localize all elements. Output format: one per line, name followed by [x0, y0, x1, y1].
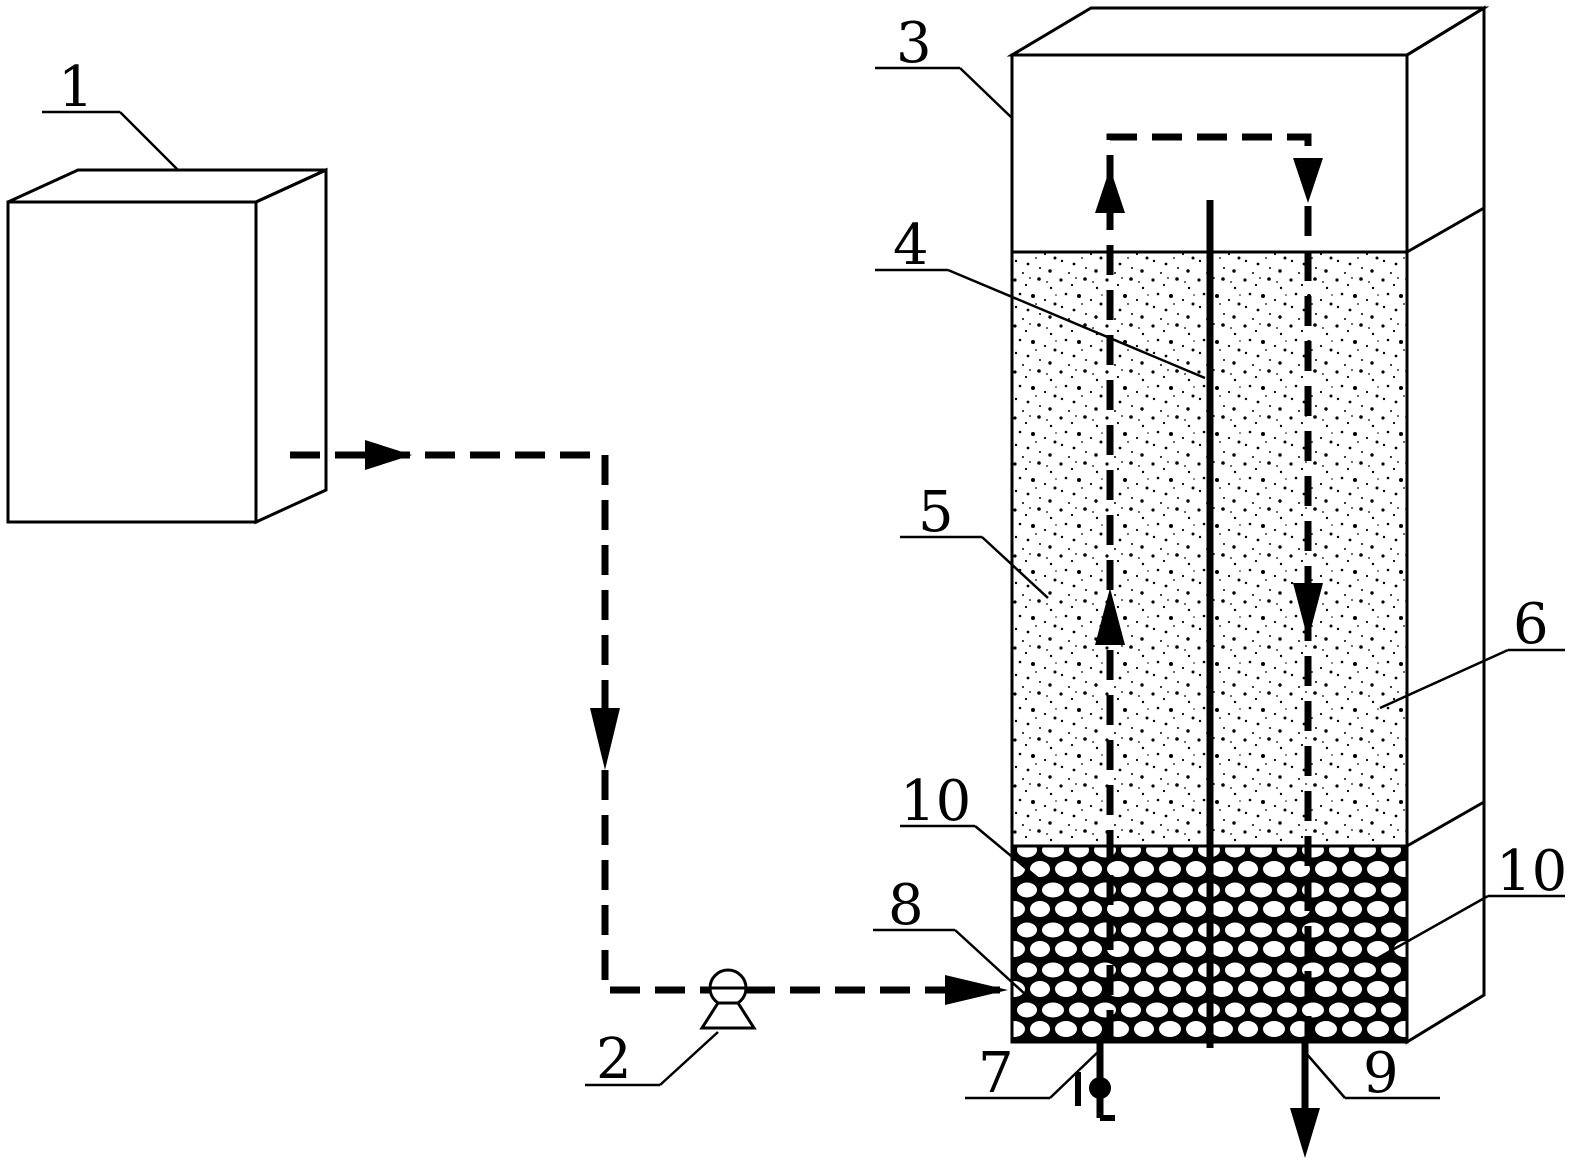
reactor-side-face — [1405, 5, 1486, 1045]
label-2: 2 — [596, 1027, 632, 1092]
pump-icon — [699, 968, 757, 1030]
arrow-up-icon — [1095, 168, 1125, 213]
arrow-down-icon — [590, 708, 620, 770]
label-8: 8 — [888, 873, 924, 938]
label-10-upper: 10 — [900, 769, 971, 834]
label-4: 4 — [893, 213, 929, 278]
label-5: 5 — [918, 480, 954, 545]
arrow-up-icon — [1095, 588, 1125, 645]
labels: 1 2 3 4 5 6 7 8 9 10 10 — [58, 11, 1567, 1106]
arrow-down-icon — [1290, 1108, 1320, 1158]
arrow-down-icon — [1293, 158, 1323, 203]
leader-lines — [42, 66, 1565, 1100]
label-10-lower: 10 — [1496, 839, 1567, 904]
reactor-column — [1006, 5, 1490, 1048]
raw-water-tank — [6, 167, 328, 525]
label-1: 1 — [58, 55, 94, 120]
label-9: 9 — [1363, 1041, 1399, 1106]
label-6: 6 — [1513, 592, 1549, 657]
label-3: 3 — [896, 11, 932, 76]
arrow-down-icon — [1293, 583, 1323, 640]
inlet-pipe — [290, 451, 1015, 994]
drain-valve-icon — [1075, 1040, 1115, 1121]
arrow-right-icon — [945, 975, 1008, 1005]
label-7: 7 — [978, 1041, 1014, 1106]
reactor-top-face — [1006, 6, 1490, 57]
flow-arrows — [365, 158, 1323, 1158]
arrow-right-icon — [365, 440, 412, 470]
